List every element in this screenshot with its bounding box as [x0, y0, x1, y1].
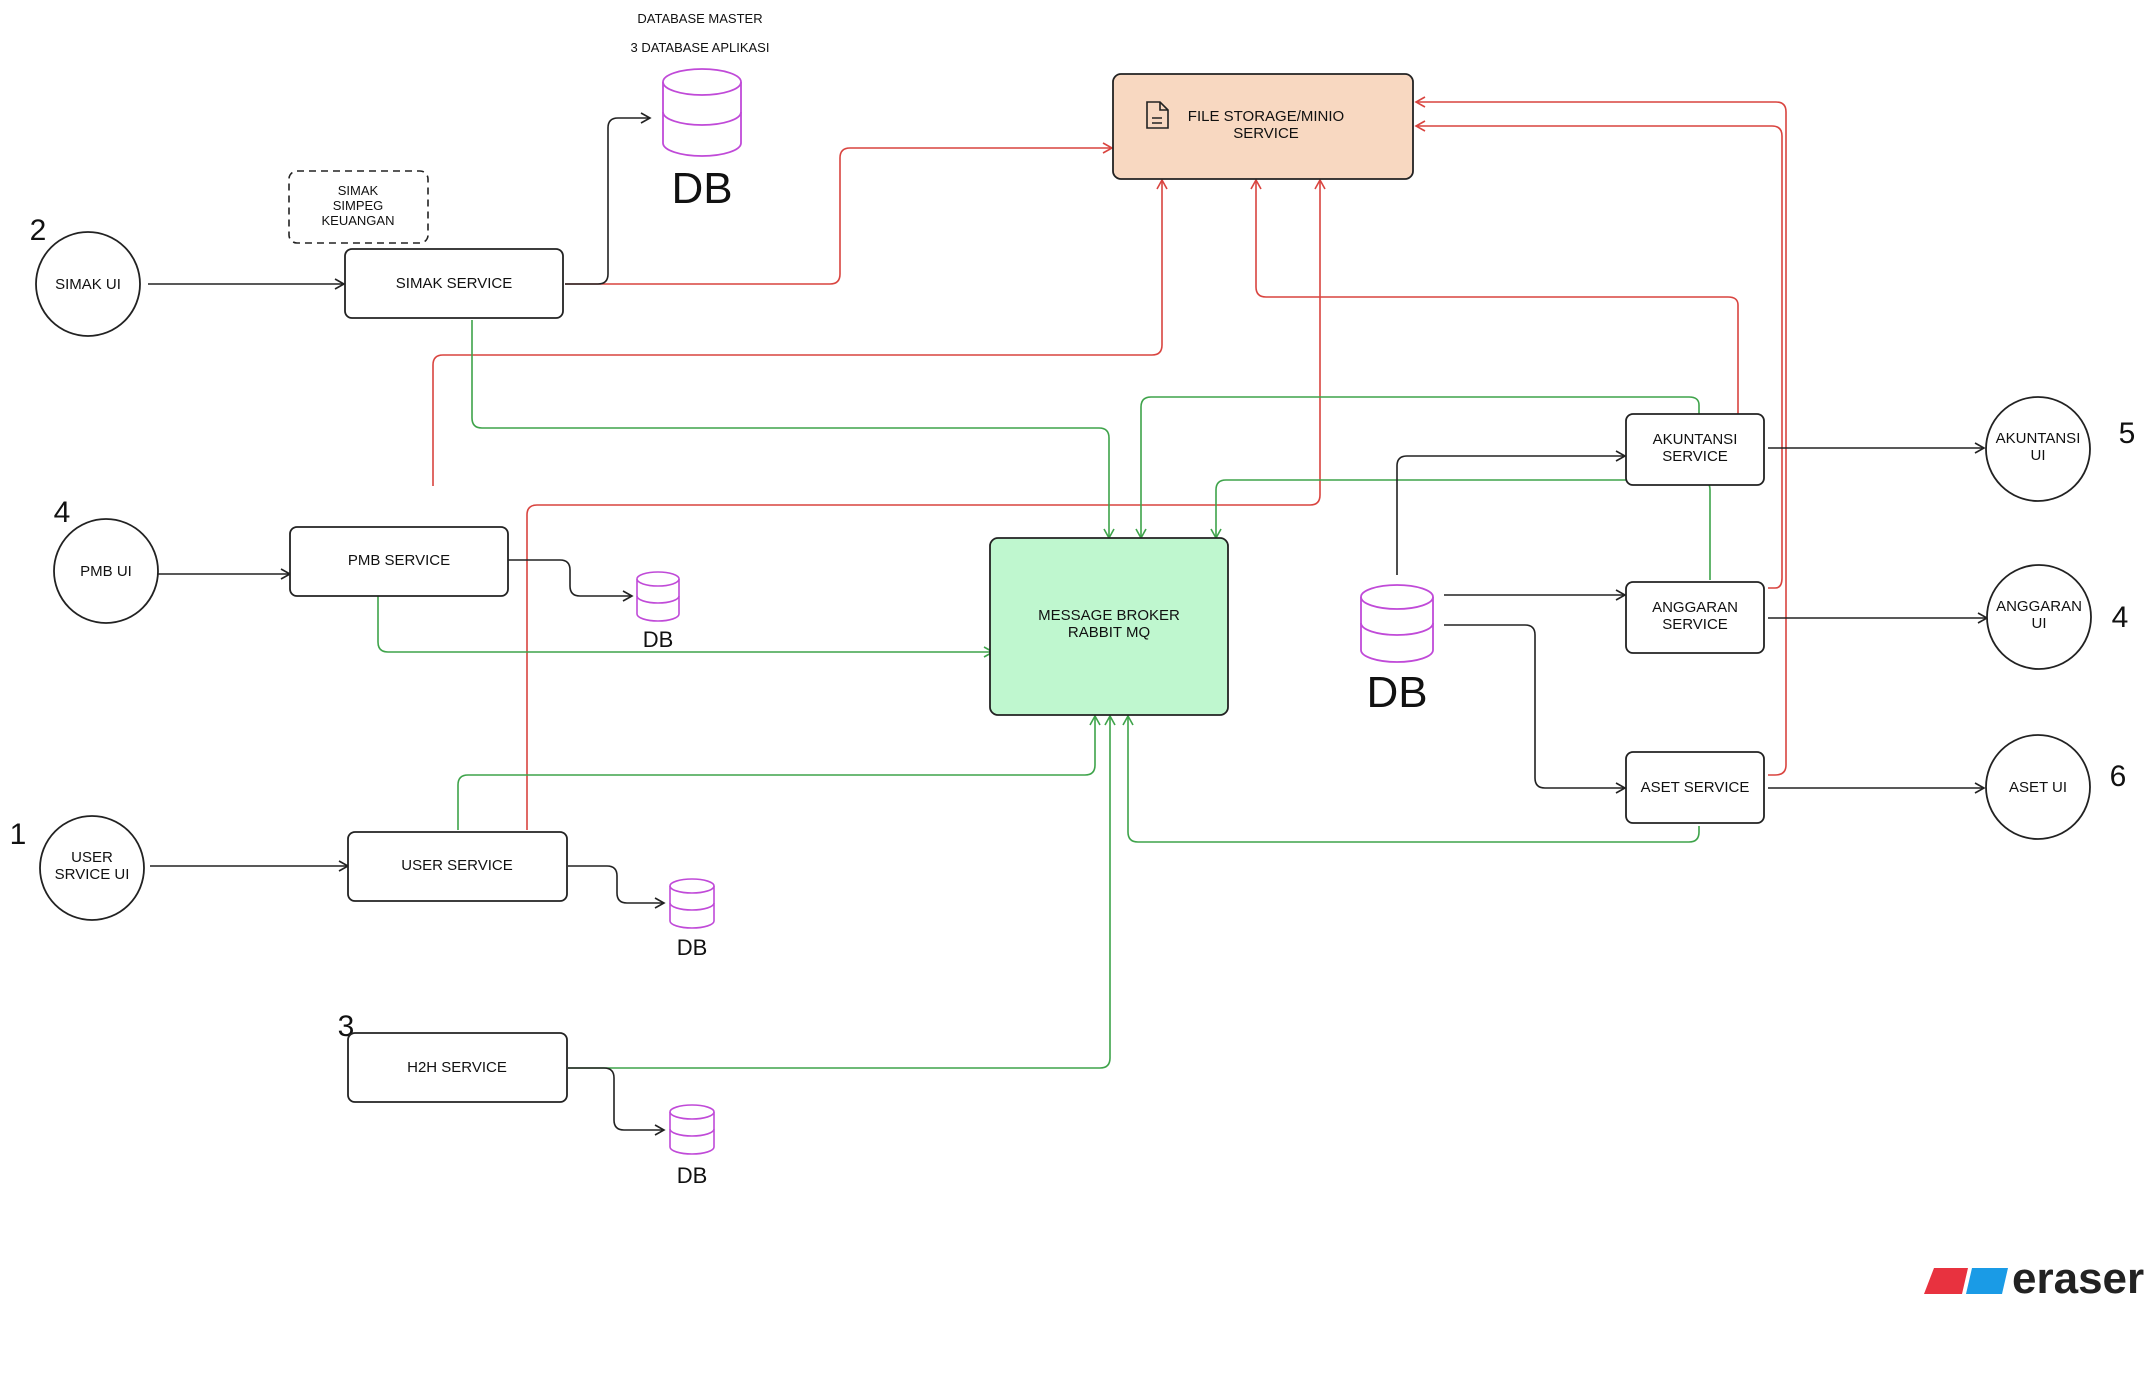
akuntansi-service[interactable]: AKUNTANSI SERVICE — [1625, 413, 1765, 486]
anggaran-ui[interactable]: ANGGARAN UI — [1986, 564, 2092, 670]
edge-user-to-storage — [526, 178, 1326, 830]
anggaran-ui-line1: ANGGARAN — [1996, 598, 2082, 615]
edge-h2h-to-db — [568, 1067, 666, 1136]
user-number: 1 — [10, 818, 27, 851]
akuntansi-service-line2: SERVICE — [1662, 448, 1728, 465]
master-db-label: DB — [671, 164, 732, 213]
edge-pmb-to-db — [508, 559, 634, 602]
simak-note-line3: KEUANGAN — [322, 213, 395, 228]
user-service-ui[interactable]: USER SRVICE UI — [39, 815, 145, 921]
aset-service[interactable]: ASET SERVICE — [1625, 751, 1765, 824]
edge-simak-to-broker — [471, 320, 1115, 540]
h2h-service-label: H2H SERVICE — [407, 1059, 507, 1076]
black-connectors — [148, 112, 1989, 1136]
user-ui-line1: USER — [71, 849, 113, 866]
edge-user-to-db — [568, 865, 666, 909]
edge-akuntansi-to-broker — [1135, 396, 1700, 540]
aset-service-label: ASET SERVICE — [1641, 779, 1750, 796]
h2h-db-icon — [669, 1104, 715, 1155]
master-db-icon — [662, 68, 742, 157]
pmb-service[interactable]: PMB SERVICE — [289, 526, 509, 597]
aset-number: 6 — [2110, 760, 2127, 793]
akuntansi-number: 5 — [2119, 417, 2136, 450]
anggaran-number: 4 — [2112, 601, 2129, 634]
finance-db-icon — [1360, 584, 1434, 663]
user-service-label: USER SERVICE — [401, 857, 512, 874]
simak-note: SIMAK SIMPEG KEUANGAN — [288, 170, 429, 244]
user-db-label: DB — [677, 935, 708, 960]
edge-simak-to-masterdb — [565, 112, 652, 285]
edge-aset-to-storage — [1414, 96, 1787, 776]
edge-user-to-broker — [457, 714, 1101, 830]
message-broker[interactable]: MESSAGE BROKER RABBIT MQ — [989, 537, 1229, 716]
pmb-ui-label: PMB UI — [80, 563, 132, 580]
anggaran-ui-line2: UI — [2032, 615, 2047, 632]
db-apps-label: 3 DATABASE APLIKASI — [631, 40, 770, 55]
edge-akuntansi-to-storage — [1250, 178, 1739, 415]
file-storage-line2: SERVICE — [1233, 125, 1299, 142]
akuntansi-service-line1: AKUNTANSI — [1653, 431, 1738, 448]
anggaran-service-line2: SERVICE — [1662, 616, 1728, 633]
pmb-number: 4 — [54, 496, 71, 529]
pmb-ui[interactable]: PMB UI — [53, 518, 159, 624]
edge-aset-to-broker — [1122, 714, 1700, 843]
edge-db-to-akuntansi — [1396, 450, 1627, 575]
aset-ui[interactable]: ASET UI — [1985, 734, 2091, 840]
simak-service-label: SIMAK SERVICE — [396, 275, 512, 292]
simak-number: 2 — [30, 214, 47, 247]
simak-ui-label: SIMAK UI — [55, 276, 121, 293]
edge-pmb-to-storage — [432, 178, 1168, 486]
file-icon — [1146, 101, 1169, 129]
logo-blue-shape — [1966, 1268, 2008, 1294]
edge-anggaran-to-storage — [1414, 120, 1783, 589]
logo-text: eraser — [2012, 1254, 2144, 1303]
h2h-service[interactable]: H2H SERVICE — [347, 1032, 568, 1103]
akuntansi-ui-line1: AKUNTANSI — [1996, 430, 2081, 447]
h2h-db-label: DB — [677, 1163, 708, 1188]
simak-note-line2: SIMPEG — [333, 198, 384, 213]
file-storage-line1: FILE STORAGE/MINIO — [1188, 108, 1344, 125]
simak-ui[interactable]: SIMAK UI — [35, 231, 141, 337]
edge-simak-to-storage — [565, 142, 1114, 285]
logo-red-shape — [1924, 1268, 1968, 1294]
user-service[interactable]: USER SERVICE — [347, 831, 568, 902]
finance-db-label: DB — [1366, 668, 1427, 717]
anggaran-service[interactable]: ANGGARAN SERVICE — [1625, 581, 1765, 654]
simak-service[interactable]: SIMAK SERVICE — [344, 248, 564, 319]
akuntansi-ui-line2: UI — [2031, 447, 2046, 464]
simak-note-line1: SIMAK — [338, 183, 379, 198]
red-connectors — [432, 96, 1787, 830]
edge-anggaran-to-broker — [1210, 479, 1711, 580]
akuntansi-ui[interactable]: AKUNTANSI UI — [1985, 396, 2091, 502]
eraser-logo: eraser — [1924, 1254, 2144, 1303]
green-connectors — [377, 320, 1711, 1069]
pmb-db-icon — [636, 571, 680, 622]
edge-db-to-aset — [1444, 624, 1627, 794]
user-ui-line2: SRVICE UI — [55, 866, 130, 883]
edge-pmb-to-broker — [377, 596, 995, 658]
aset-ui-label: ASET UI — [2009, 779, 2067, 796]
file-storage-service[interactable]: FILE STORAGE/MINIO SERVICE — [1112, 73, 1414, 180]
pmb-service-label: PMB SERVICE — [348, 552, 450, 569]
message-broker-line1: MESSAGE BROKER — [1038, 607, 1180, 624]
user-db-icon — [669, 878, 715, 929]
message-broker-line2: RABBIT MQ — [1068, 624, 1150, 641]
edge-h2h-to-broker — [568, 714, 1116, 1069]
anggaran-service-line1: ANGGARAN — [1652, 599, 1738, 616]
db-master-label: DATABASE MASTER — [637, 11, 762, 26]
pmb-db-label: DB — [643, 627, 674, 652]
